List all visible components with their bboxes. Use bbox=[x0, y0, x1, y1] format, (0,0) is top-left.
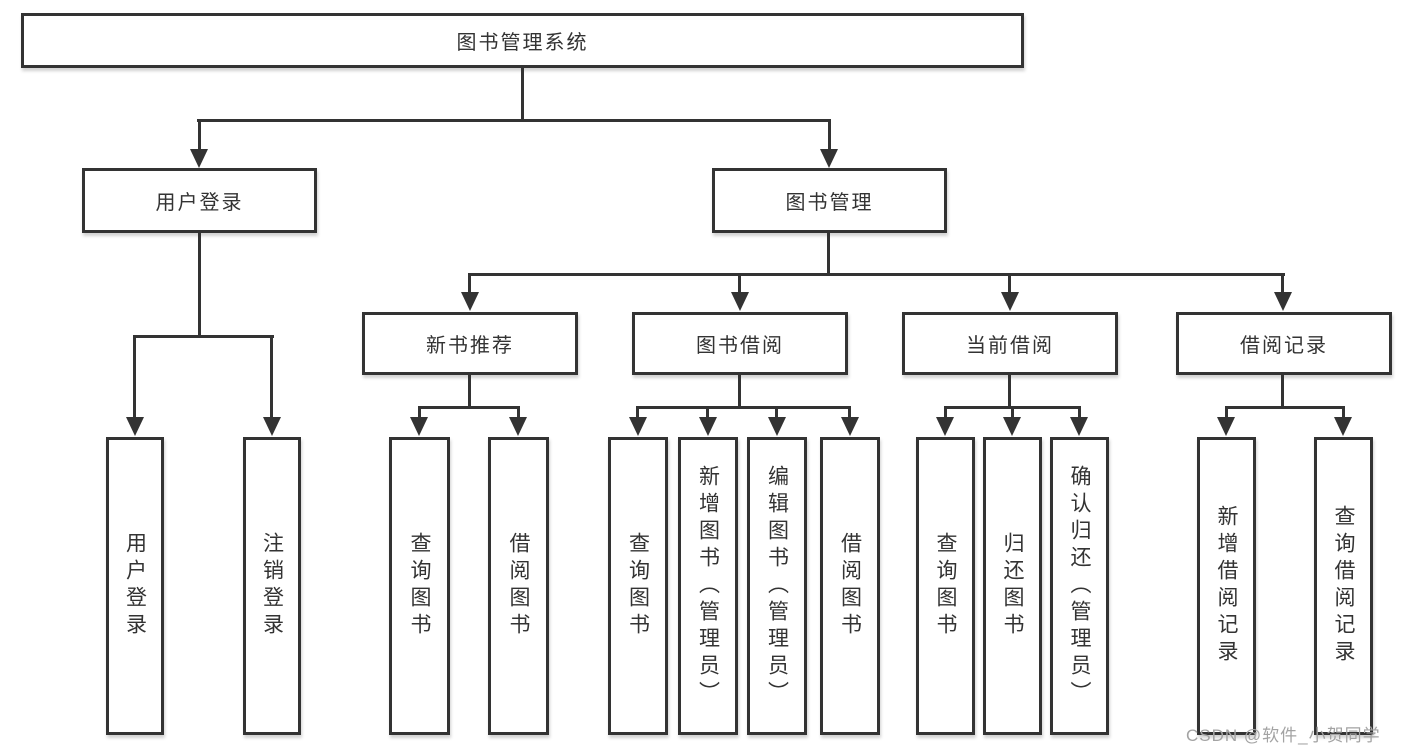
node-return-books: 归还图书 bbox=[983, 437, 1042, 735]
node-current-borrowing: 当前借阅 bbox=[902, 312, 1118, 375]
connector-line bbox=[944, 406, 947, 420]
node-query-books-current: 查询图书 bbox=[916, 437, 975, 735]
arrowhead-down-icon bbox=[1070, 417, 1088, 436]
connector-line bbox=[468, 273, 1285, 276]
arrowhead-down-icon bbox=[1217, 417, 1235, 436]
csdn-watermark: CSDN @软件_小贺同学 bbox=[1186, 726, 1381, 745]
connector-line bbox=[1225, 406, 1228, 420]
connector-line bbox=[521, 66, 524, 122]
arrowhead-down-icon bbox=[1003, 417, 1021, 436]
connector-line bbox=[828, 119, 831, 151]
connector-line bbox=[1342, 406, 1345, 420]
arrowhead-down-icon bbox=[190, 149, 208, 168]
connector-line bbox=[848, 406, 851, 420]
connector-line bbox=[517, 406, 520, 420]
arrowhead-down-icon bbox=[410, 417, 428, 436]
node-library-system: 图书管理系统 bbox=[21, 13, 1024, 68]
connector-line bbox=[133, 335, 136, 417]
connector-line bbox=[468, 373, 471, 409]
node-user-login: 用户登录 bbox=[82, 168, 317, 233]
connector-line bbox=[1281, 373, 1284, 409]
node-add-borrow-record: 新增借阅记录 bbox=[1197, 437, 1256, 735]
connector-line bbox=[133, 335, 274, 338]
connector-line bbox=[1011, 406, 1014, 420]
arrowhead-down-icon bbox=[1334, 417, 1352, 436]
connector-line bbox=[418, 406, 520, 409]
node-logout-action: 注销登录 bbox=[243, 437, 301, 735]
connector-line bbox=[198, 119, 201, 151]
arrowhead-down-icon bbox=[1274, 292, 1292, 311]
connector-line bbox=[738, 373, 741, 409]
node-new-book-recommendation: 新书推荐 bbox=[362, 312, 578, 375]
arrowhead-down-icon bbox=[841, 417, 859, 436]
connector-line bbox=[468, 273, 471, 295]
connector-line bbox=[636, 406, 639, 420]
arrowhead-down-icon bbox=[629, 417, 647, 436]
connector-line bbox=[418, 406, 421, 420]
arrowhead-down-icon bbox=[731, 292, 749, 311]
node-book-borrowing: 图书借阅 bbox=[632, 312, 848, 375]
connector-line bbox=[1008, 373, 1011, 409]
connector-line bbox=[1008, 273, 1011, 295]
connector-line bbox=[1281, 273, 1284, 295]
node-query-books-recommend: 查询图书 bbox=[389, 437, 450, 735]
arrowhead-down-icon bbox=[509, 417, 527, 436]
arrowhead-down-icon bbox=[1001, 292, 1019, 311]
node-query-books-borrowing: 查询图书 bbox=[608, 437, 668, 735]
connector-line bbox=[198, 231, 201, 337]
arrowhead-down-icon bbox=[768, 417, 786, 436]
connector-line bbox=[270, 335, 273, 417]
node-book-management: 图书管理 bbox=[712, 168, 947, 233]
connector-line bbox=[706, 406, 709, 420]
node-borrowing-records: 借阅记录 bbox=[1176, 312, 1392, 375]
connector-line bbox=[1225, 406, 1345, 409]
arrowhead-down-icon bbox=[126, 417, 144, 436]
node-confirm-return-admin: 确认归还（管理员） bbox=[1050, 437, 1109, 735]
node-user-login-action: 用户登录 bbox=[106, 437, 164, 735]
arrowhead-down-icon bbox=[263, 417, 281, 436]
connector-line bbox=[197, 119, 831, 122]
connector-line bbox=[636, 406, 851, 409]
node-borrow-books-recommend: 借阅图书 bbox=[488, 437, 549, 735]
arrowhead-down-icon bbox=[936, 417, 954, 436]
node-borrow-books-borrowing: 借阅图书 bbox=[820, 437, 880, 735]
connector-line bbox=[738, 273, 741, 295]
connector-line bbox=[1078, 406, 1081, 420]
node-edit-books-admin: 编辑图书（管理员） bbox=[747, 437, 807, 735]
arrowhead-down-icon bbox=[461, 292, 479, 311]
arrowhead-down-icon bbox=[820, 149, 838, 168]
node-query-borrow-record: 查询借阅记录 bbox=[1314, 437, 1373, 735]
connector-line bbox=[775, 406, 778, 420]
connector-line bbox=[827, 231, 830, 275]
arrowhead-down-icon bbox=[699, 417, 717, 436]
node-add-books-admin: 新增图书（管理员） bbox=[678, 437, 738, 735]
